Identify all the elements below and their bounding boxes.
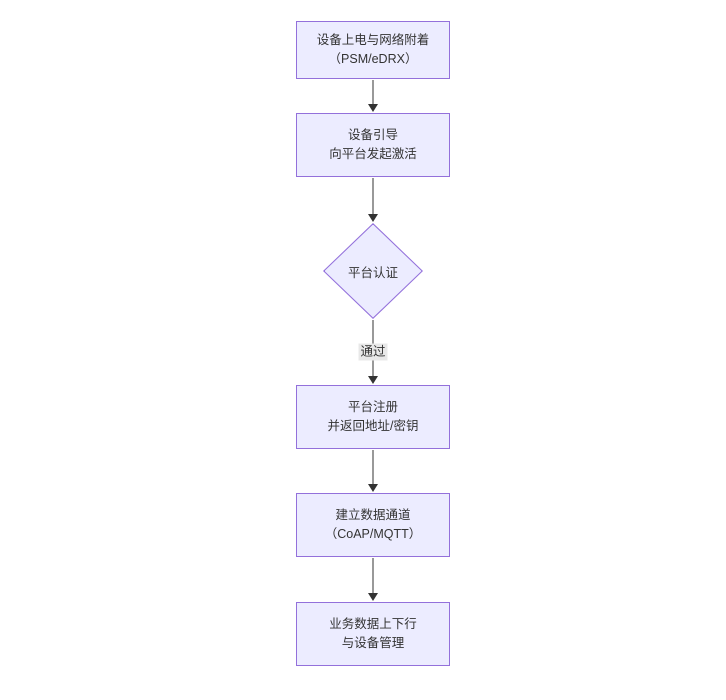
node-line: 平台认证 xyxy=(347,265,398,280)
node-line: 建立数据通道 xyxy=(335,508,411,522)
flow-node-bootstrap: 设备引导 向平台发起激活 xyxy=(296,113,450,177)
node-line: 设备上电与网络附着 xyxy=(316,33,430,47)
flow-node-data-channel: 建立数据通道 （CoAP/MQTT） xyxy=(296,493,450,557)
node-line: 设备引导 xyxy=(347,128,398,142)
arrow-register-to-channel xyxy=(368,450,378,492)
node-line: 并返回地址/密钥 xyxy=(327,419,419,433)
node-line: 平台注册 xyxy=(347,400,398,414)
node-line: （PSM/eDRX） xyxy=(328,52,418,66)
flow-node-power-attach: 设备上电与网络附着 （PSM/eDRX） xyxy=(296,21,450,79)
arrow-channel-to-business xyxy=(368,558,378,601)
node-line: 与设备管理 xyxy=(341,636,405,650)
arrow-power-to-bootstrap xyxy=(368,80,378,112)
flow-node-platform-register: 平台注册 并返回地址/密钥 xyxy=(296,385,450,449)
flow-node-platform-auth: 平台认证 xyxy=(323,223,423,319)
edge-label-pass: 通过 xyxy=(358,343,388,361)
arrow-bootstrap-to-auth xyxy=(368,178,378,222)
node-line: 向平台发起激活 xyxy=(329,147,417,161)
node-line: 业务数据上下行 xyxy=(329,617,417,631)
flow-node-business-data: 业务数据上下行 与设备管理 xyxy=(296,602,450,666)
node-line: （CoAP/MQTT） xyxy=(324,527,422,541)
